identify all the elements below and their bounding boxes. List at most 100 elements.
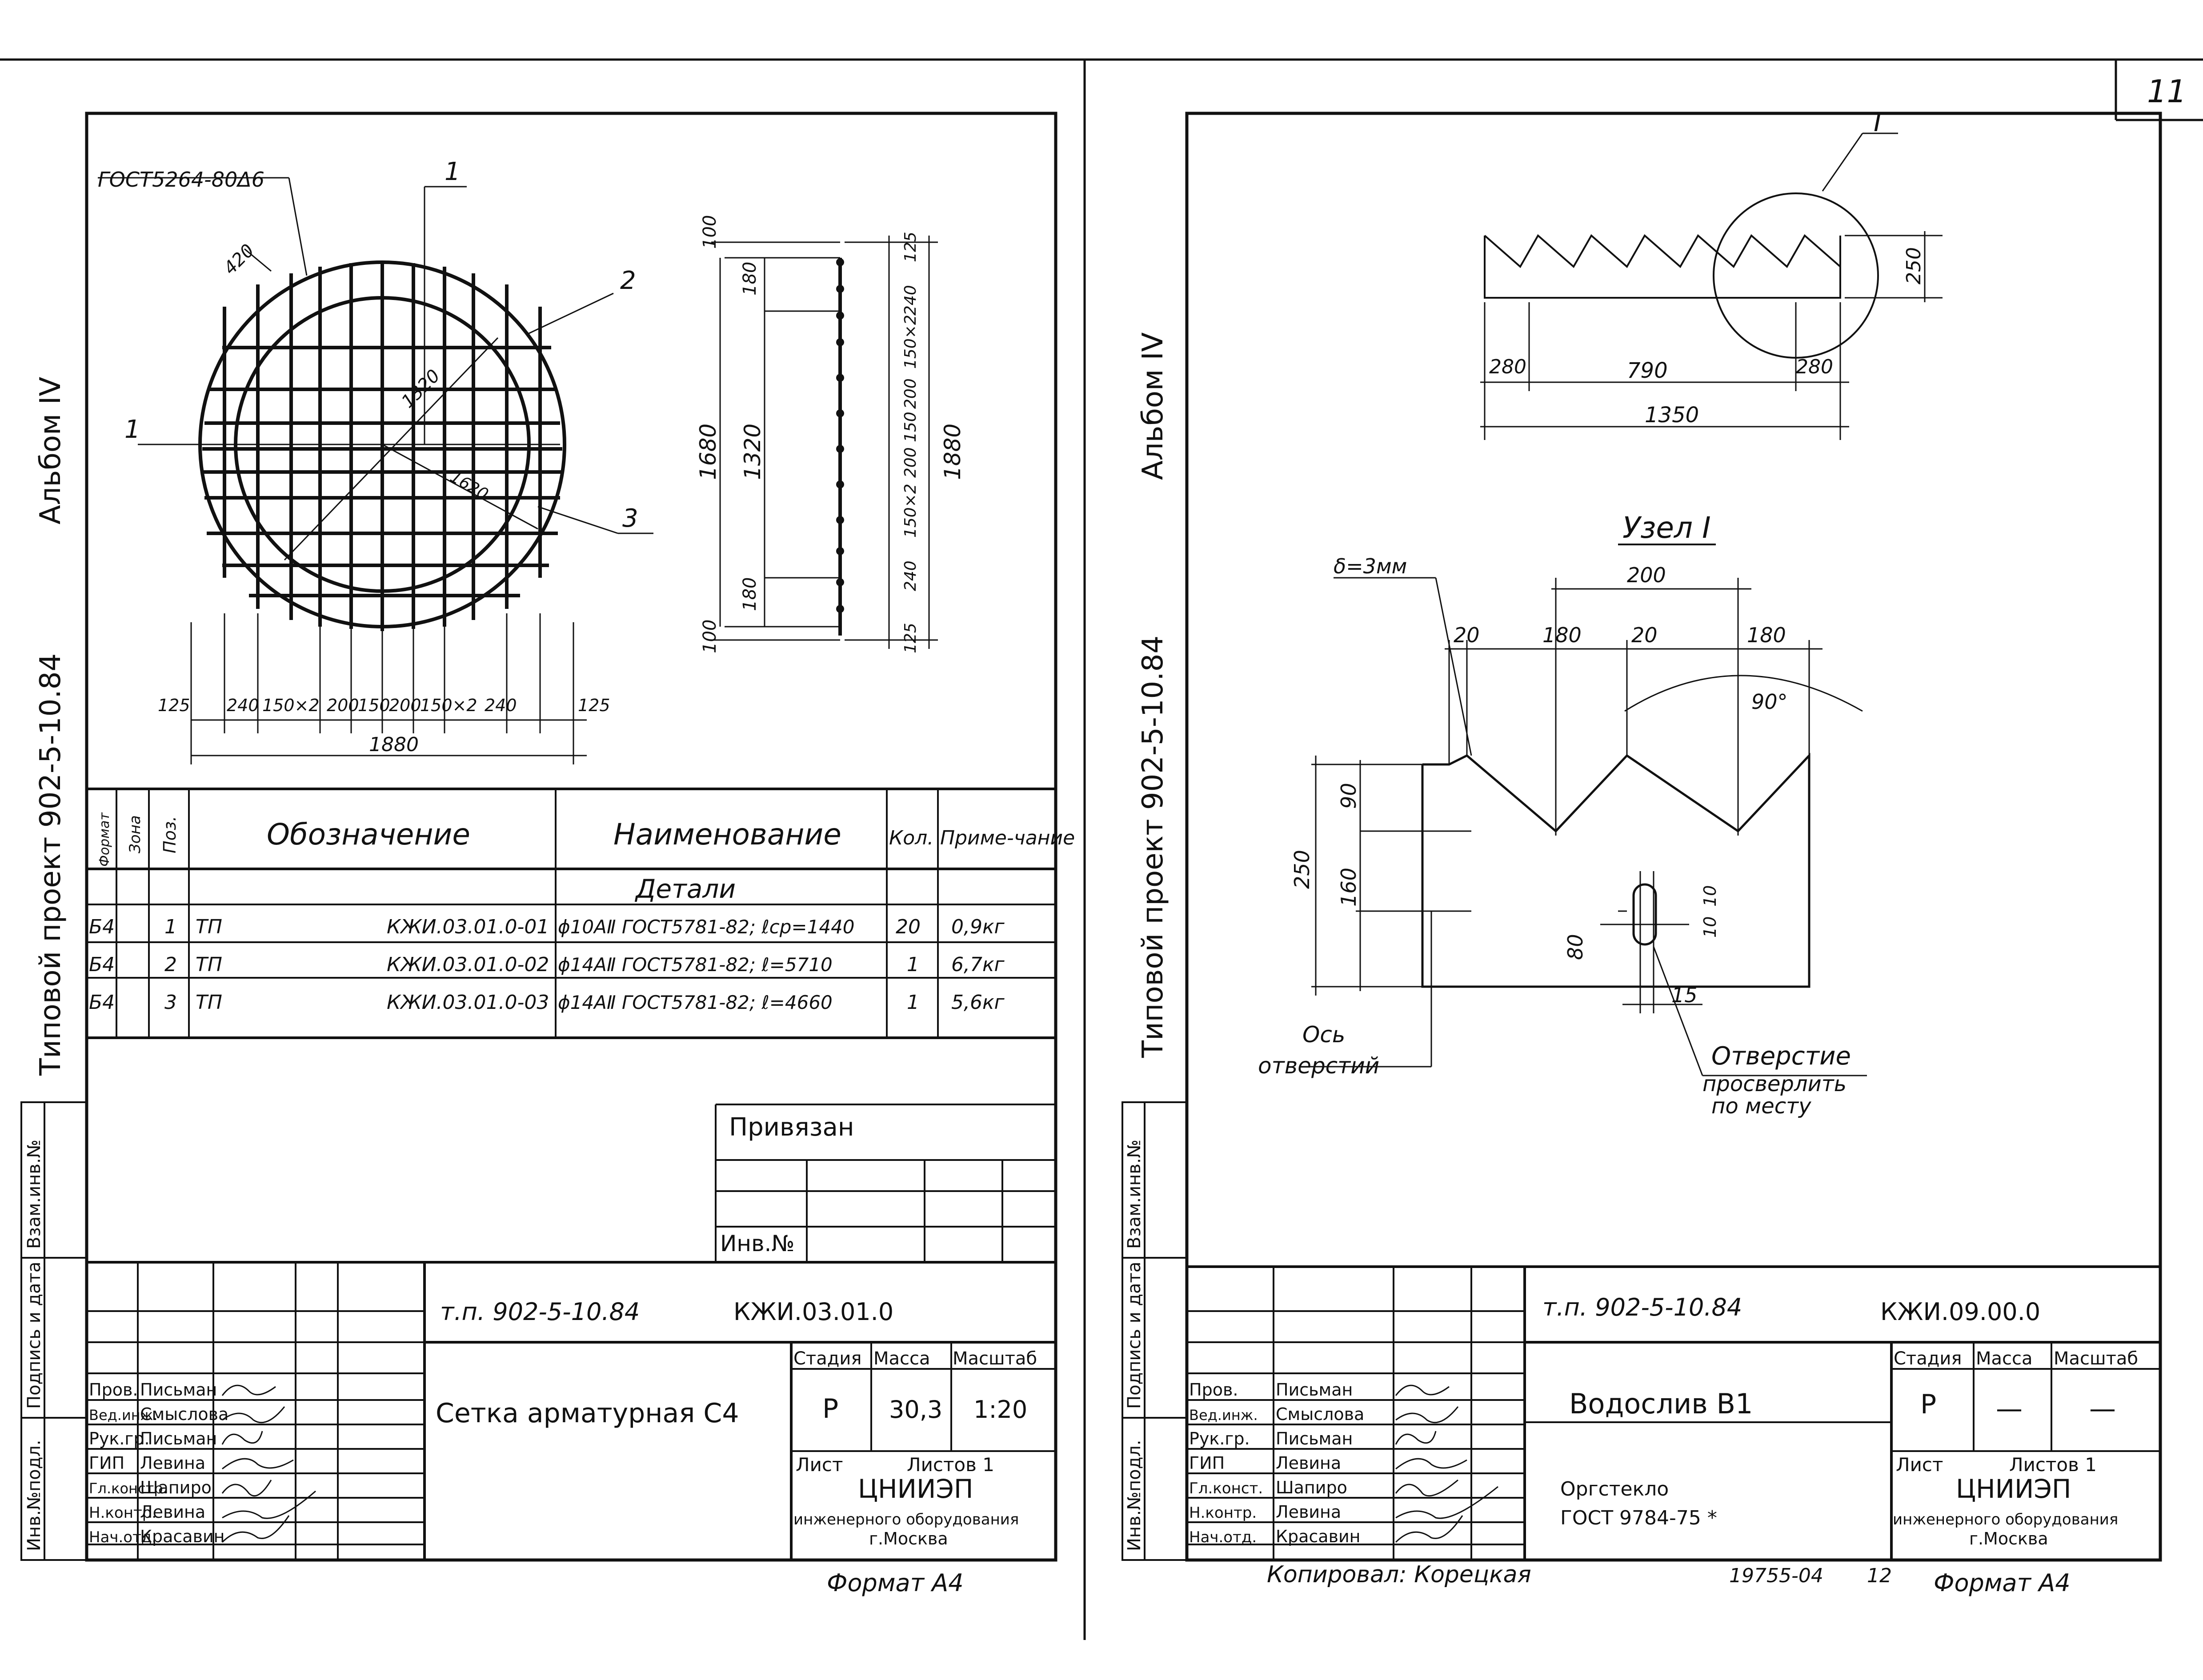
- node-dim-20b: 20: [1631, 623, 1658, 647]
- spec-row-2-doc-b: КЖИ.03.01.0-02: [387, 953, 549, 976]
- right-tb-scale-h: Масштаб: [2054, 1348, 2138, 1369]
- right-stamp-swap: Взам.инв.№: [1124, 1140, 1145, 1249]
- page-number: 11: [2147, 73, 2187, 110]
- sec-right-dim-7: 240: [901, 560, 920, 591]
- spec-row-1-qty: 20: [896, 916, 921, 938]
- left-tb-stage-h: Стадия: [793, 1348, 861, 1369]
- left-tb-person-1: Смыслова: [140, 1404, 228, 1424]
- left-signatures: [221, 1384, 316, 1543]
- sec-right-total: 1880: [940, 424, 965, 480]
- right-tb-role-0: Пров.: [1189, 1380, 1238, 1400]
- spec-row-1-doc-a: ТП: [196, 916, 222, 938]
- top-dim-280a: 280: [1489, 356, 1526, 378]
- right-tb-sheets: Листов 1: [2009, 1454, 2097, 1476]
- mesh-section: [711, 236, 938, 649]
- left-tb-role-1: Вед.инж.: [89, 1407, 158, 1424]
- hole-label-1: Отверстие: [1711, 1042, 1851, 1071]
- spec-row-3-doc-a: ТП: [196, 991, 222, 1014]
- spec-row-1-name: ϕ10АⅡ ГОСТ5781-82; ℓср=1440: [558, 916, 855, 938]
- right-tb-role-6: Нач.отд.: [1189, 1528, 1257, 1546]
- left-tb-org1: ЦНИИЭП: [858, 1474, 973, 1504]
- node-title: Узел I: [1622, 511, 1711, 545]
- right-tb-person-2: Письман: [1276, 1429, 1353, 1448]
- sec-left-dim-5: 100: [700, 620, 720, 653]
- attached-title: Привязан: [729, 1113, 854, 1142]
- spec-h-designation: Обозначение: [267, 817, 470, 852]
- callout-1-left: 1: [124, 415, 140, 444]
- right-stamp-sign: Подпись и дата: [1124, 1262, 1145, 1409]
- spec-row-3-fmt: Б4: [89, 991, 115, 1014]
- right-tb-material-2: ГОСТ 9784-75 *: [1560, 1507, 1717, 1529]
- left-tb-person-6: Красавин: [140, 1527, 225, 1546]
- right-tb-mass-h: Масса: [1976, 1348, 2033, 1369]
- left-tb-role-2: Рук.гр.: [89, 1429, 150, 1448]
- callout-2: 2: [620, 266, 636, 295]
- gost-label: ГОСТ5264-80Δ6: [98, 168, 264, 192]
- right-tb-role-2: Рук.гр.: [1189, 1429, 1250, 1448]
- right-tb-person-0: Письман: [1276, 1380, 1353, 1400]
- spec-h-qty: Кол.: [889, 827, 933, 849]
- bottom-dim-8: 125: [578, 696, 610, 715]
- node-dim-90: 90: [1337, 783, 1361, 809]
- right-tb-org1: ЦНИИЭП: [1956, 1474, 2071, 1504]
- spec-row-1-pos: 1: [164, 916, 177, 938]
- left-tb-person-5: Левина: [140, 1502, 205, 1522]
- spec-row-3-name: ϕ14АⅡ ГОСТ5781-82; ℓ=4660: [558, 992, 833, 1013]
- dim-420: 420: [220, 240, 259, 279]
- node-detail: [1307, 577, 1867, 1076]
- sec-left-dim-2: 1320: [740, 424, 765, 480]
- node-dim-180a: 180: [1542, 623, 1582, 647]
- left-tb-role-0: Пров.: [89, 1380, 138, 1400]
- right-tb-sheet: Лист: [1896, 1454, 1943, 1476]
- sec-left-dim-4: 180: [740, 577, 760, 611]
- node-delta: δ=3мм: [1334, 554, 1407, 578]
- bottom-dim-7: 240: [485, 696, 517, 715]
- callout-1-top: 1: [445, 157, 461, 186]
- node-dim-250: 250: [1290, 850, 1314, 889]
- sec-right-dim-1: 240: [901, 285, 920, 316]
- sec-right-dim-6: 150×2: [901, 484, 920, 538]
- left-tb-name: Сетка арматурная С4: [436, 1398, 739, 1429]
- right-tb-person-3: Левина: [1276, 1453, 1341, 1473]
- right-tb-role-5: Н.контр.: [1189, 1504, 1257, 1522]
- sec-left-dim-1: 180: [740, 262, 760, 296]
- sec-right-dim-0: 125: [901, 232, 920, 262]
- spec-row-1-note: 0,9кг: [951, 916, 1005, 938]
- left-tb-person-3: Левина: [140, 1453, 205, 1473]
- sec-right-dim-3: 200: [901, 378, 920, 409]
- node-dim-10a: 10: [1700, 885, 1720, 907]
- node-dim-20a: 20: [1454, 623, 1480, 647]
- node-dim-15: 15: [1671, 983, 1698, 1007]
- left-tb-role-5: Н.контр.: [89, 1504, 156, 1522]
- right-tb-role-1: Вед.инж.: [1189, 1407, 1258, 1424]
- left-tb-stage: Р: [822, 1393, 838, 1424]
- right-copied: Копировал: Корецкая: [1267, 1561, 1531, 1588]
- sec-right-dim-2: 150×2: [901, 315, 920, 369]
- bottom-dim-5: 200: [389, 696, 421, 715]
- right-tb-person-4: Шапиро: [1276, 1478, 1347, 1497]
- top-label-I: I: [1874, 107, 1882, 138]
- right-tb-role-3: ГИП: [1189, 1453, 1225, 1473]
- left-tb-mass: 30,3: [889, 1396, 942, 1424]
- spec-h-format: Формат: [97, 812, 112, 867]
- spec-row-2-name: ϕ14АⅡ ГОСТ5781-82; ℓ=5710: [558, 954, 833, 976]
- top-dim-280b: 280: [1796, 356, 1833, 378]
- bottom-dim-2: 150×2: [262, 696, 320, 715]
- spec-h-note: Приме-чание: [940, 827, 1075, 849]
- bottom-dim-4: 150: [358, 696, 390, 715]
- spec-row-2-note: 6,7кг: [951, 953, 1005, 976]
- node-angle: 90°: [1751, 690, 1788, 714]
- right-tb-person-1: Смыслова: [1276, 1404, 1364, 1424]
- sec-left-dim-3: 1680: [695, 424, 721, 480]
- bottom-dim-3: 200: [327, 696, 359, 715]
- sec-left-dim-0: 100: [700, 215, 720, 249]
- right-doc-no: 19755-04: [1729, 1564, 1823, 1587]
- node-dim-160: 160: [1337, 868, 1361, 907]
- left-tb-role-6: Нач.отд.: [89, 1528, 156, 1546]
- right-stamp-inv: Инв.№подл.: [1124, 1440, 1145, 1551]
- left-side-album: Альбом IV: [34, 376, 67, 524]
- node-dim-180b: 180: [1747, 623, 1786, 647]
- callout-3: 3: [622, 504, 638, 533]
- right-tb-stage: Р: [1920, 1389, 1936, 1420]
